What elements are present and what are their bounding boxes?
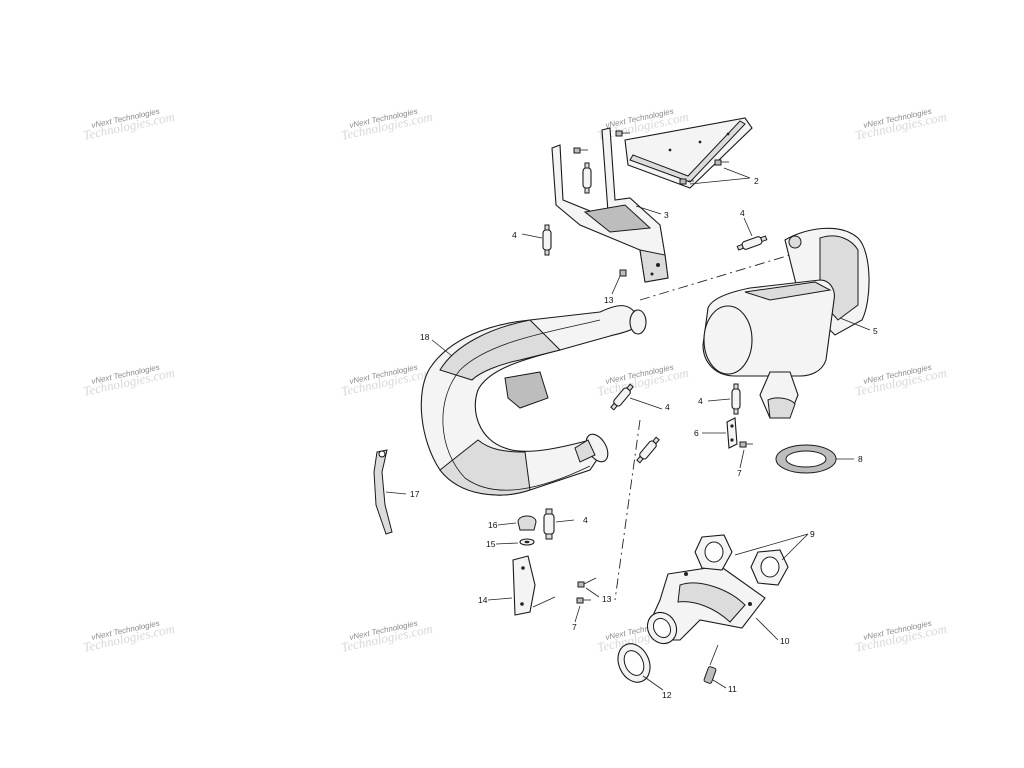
heat-shield-plate [624, 117, 753, 189]
callout-16: 16 [488, 520, 498, 530]
callout-4: 4 [583, 515, 588, 525]
callout-13: 13 [602, 594, 612, 604]
gasket-ring [775, 444, 837, 474]
rubber-bumper [517, 515, 537, 531]
watermark: Technologies.com vNext Technologies [82, 363, 176, 399]
lower-bracket [512, 555, 536, 616]
manifold-stud [703, 644, 719, 684]
callout-11: 11 [728, 684, 737, 694]
callout-3: 3 [664, 210, 669, 220]
callout-14: 14 [478, 595, 488, 605]
watermark: Technologies.com vNext Technologies [854, 363, 948, 399]
rubber-isolator [542, 224, 552, 256]
watermark: Technologies.com vNext Technologies [854, 619, 948, 655]
callout-8: 8 [858, 454, 863, 464]
small-bracket [726, 417, 738, 449]
manifold-gasket [750, 549, 789, 586]
callout-17: 17 [410, 489, 420, 499]
callout-4: 4 [512, 230, 517, 240]
rubber-isolator [582, 162, 592, 194]
washer [519, 538, 535, 546]
screw [714, 159, 729, 166]
screw [576, 597, 591, 604]
rubber-isolator [736, 235, 768, 251]
callout-4: 4 [698, 396, 703, 406]
callout-10: 10 [780, 636, 790, 646]
callout-labels: 2 3 4 4 13 18 5 4 4 6 7 8 17 16 4 15 9 1… [410, 176, 878, 700]
alignment-line [639, 254, 791, 301]
mount-bracket [551, 127, 669, 283]
watermark: Technologies.com vNext Technologies [340, 107, 434, 143]
manifold-gasket [694, 534, 733, 571]
seal-ring [617, 643, 651, 683]
screw [739, 441, 753, 448]
watermark: Technologies.com vNext Technologies [340, 363, 434, 399]
callout-18: 18 [420, 332, 430, 342]
exhaust-manifold [646, 565, 766, 645]
watermark: Technologies.com vNext Technologies [82, 107, 176, 143]
callout-4: 4 [665, 402, 670, 412]
rubber-isolator [731, 383, 741, 415]
callout-9: 9 [810, 529, 815, 539]
alignment-line [614, 419, 641, 601]
callout-7: 7 [572, 622, 577, 632]
callout-4: 4 [740, 208, 745, 218]
callout-2: 2 [754, 176, 759, 186]
callout-6: 6 [694, 428, 699, 438]
watermark: Technologies.com vNext Technologies [82, 619, 176, 655]
callout-7: 7 [737, 468, 742, 478]
screw [619, 269, 627, 277]
rubber-isolator [636, 436, 660, 464]
screw [577, 577, 597, 588]
callout-5: 5 [873, 326, 878, 336]
callout-15: 15 [486, 539, 496, 549]
screw [679, 178, 694, 185]
retaining-strap [373, 449, 393, 535]
screw [573, 147, 588, 154]
watermark: Technologies.com vNext Technologies [596, 363, 690, 399]
callout-12: 12 [662, 690, 672, 700]
leader-lines [385, 167, 871, 691]
rubber-isolator [610, 383, 634, 411]
screw [615, 130, 630, 137]
muffler [702, 227, 870, 419]
callout-13: 13 [604, 295, 614, 305]
rubber-isolator [543, 508, 555, 540]
expansion-chamber [420, 305, 647, 496]
watermark: Technologies.com vNext Technologies [340, 619, 434, 655]
watermark: Technologies.com vNext Technologies [854, 107, 948, 143]
